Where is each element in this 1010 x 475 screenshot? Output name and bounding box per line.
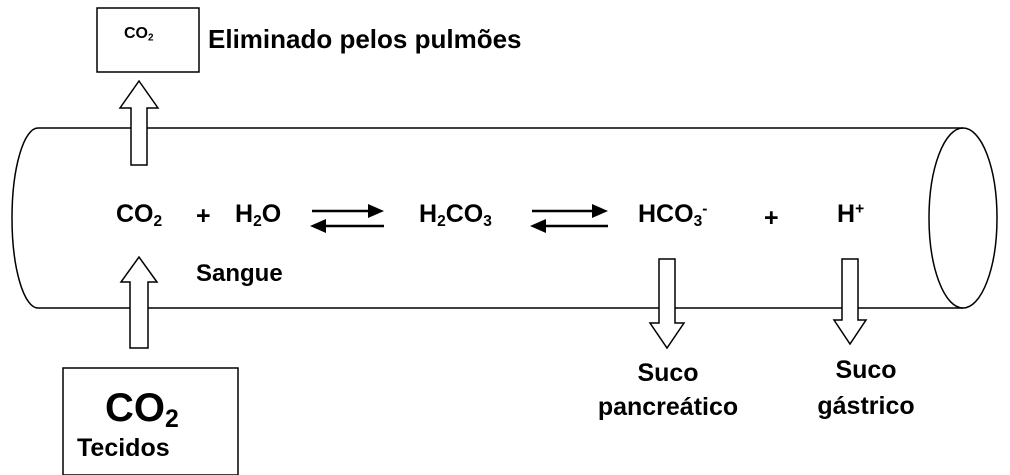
eq-h2co3: H2CO3 (419, 200, 492, 230)
gastric-juice-label: Suco gástrico (800, 352, 932, 424)
tissues-co2-label: CO2 (105, 386, 179, 434)
tube-right-end (928, 127, 998, 309)
top-co2-box (96, 7, 200, 73)
eq-hco3: HCO3- (638, 200, 708, 230)
eq-h2o: H2O (235, 200, 282, 230)
arrow-up-to-lungs-icon (118, 79, 160, 166)
tissues-box (62, 367, 239, 475)
pancreatic-juice-label: Suco pancreático (570, 356, 766, 424)
arrow-down-pancreatic-icon (648, 258, 686, 350)
gastric-line-2: gástrico (817, 392, 915, 420)
equilibrium-arrows-1-icon (310, 204, 384, 233)
eq-plus-1: + (196, 202, 211, 230)
gastric-line-1: Suco (835, 356, 897, 384)
lungs-label: Eliminado pelos pulmões (208, 24, 522, 54)
tube-left-end (11, 127, 39, 309)
arrow-down-gastric-icon (832, 258, 868, 346)
pancreatic-line-2: pancreático (597, 393, 739, 421)
eq-h-plus: H+ (837, 200, 865, 228)
equilibrium-arrows-2-icon (530, 204, 608, 233)
blood-vessel-tube (11, 127, 998, 309)
eq-plus-2: + (764, 204, 779, 232)
blood-label: Sangue (196, 260, 283, 287)
pancreatic-line-1: Suco (637, 359, 699, 387)
arrow-up-from-tissues-icon (119, 255, 159, 349)
tissues-label: Tecidos (77, 434, 170, 462)
top-co2-label: CO2 (124, 25, 154, 44)
eq-co2: CO2 (116, 200, 163, 230)
